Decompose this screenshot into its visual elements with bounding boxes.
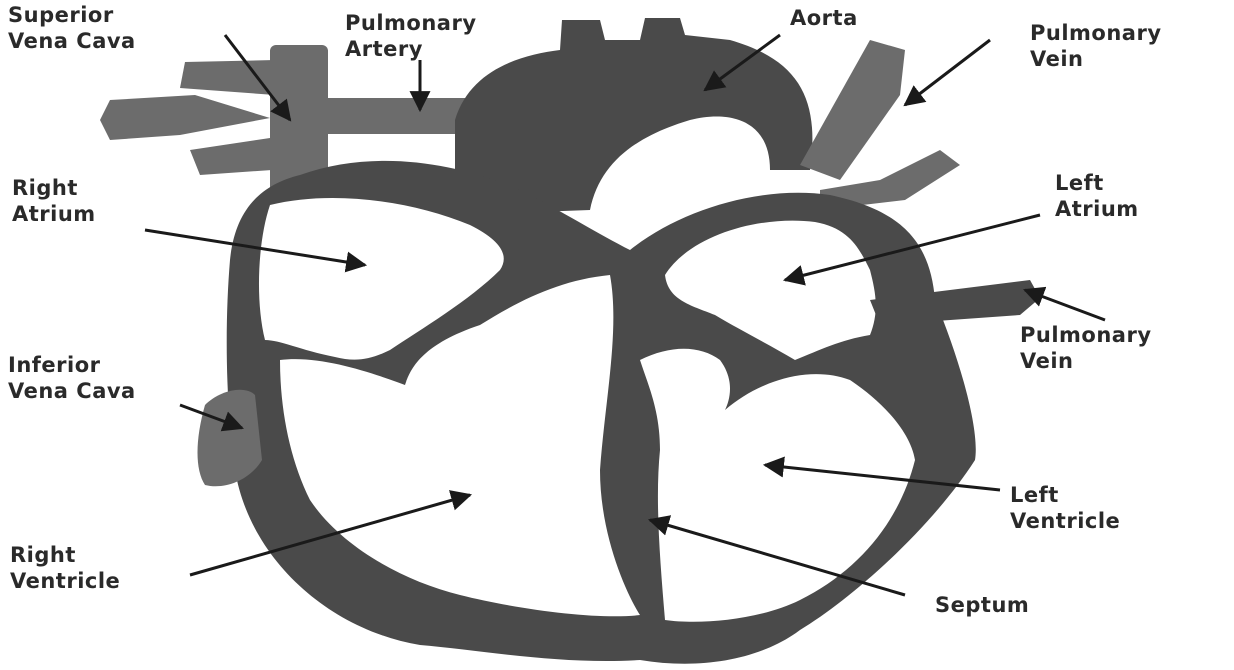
label-aorta: Aorta: [790, 5, 858, 31]
label-right-ventricle: Right Ventricle: [10, 542, 120, 594]
label-line: Vena Cava: [8, 28, 136, 54]
label-superior-vena-cava: Superior Vena Cava: [8, 2, 136, 54]
label-inferior-vena-cava: Inferior Vena Cava: [8, 352, 136, 404]
label-line: Atrium: [1055, 196, 1139, 222]
label-line: Left: [1055, 170, 1139, 196]
label-line: Right: [12, 175, 96, 201]
label-left-atrium: Left Atrium: [1055, 170, 1139, 222]
label-line: Atrium: [12, 201, 96, 227]
label-left-ventricle: Left Ventricle: [1010, 482, 1120, 534]
label-pulmonary-artery: Pulmonary Artery: [345, 10, 477, 62]
label-line: Inferior: [8, 352, 136, 378]
label-line: Artery: [345, 36, 477, 62]
label-pulmonary-vein-top: Pulmonary Vein: [1030, 20, 1162, 72]
label-line: Aorta: [790, 5, 858, 31]
label-line: Septum: [935, 592, 1029, 618]
label-line: Pulmonary: [345, 10, 477, 36]
label-line: Ventricle: [1010, 508, 1120, 534]
label-line: Vein: [1030, 46, 1162, 72]
label-line: Left: [1010, 482, 1120, 508]
label-line: Pulmonary: [1030, 20, 1162, 46]
label-line: Pulmonary: [1020, 322, 1152, 348]
label-line: Superior: [8, 2, 136, 28]
label-pulmonary-vein-right: Pulmonary Vein: [1020, 322, 1152, 374]
label-line: Vein: [1020, 348, 1152, 374]
arrow-pulmonary-vein-top: [905, 40, 990, 105]
label-line: Vena Cava: [8, 378, 136, 404]
label-septum: Septum: [935, 592, 1029, 618]
label-line: Ventricle: [10, 568, 120, 594]
label-line: Right: [10, 542, 120, 568]
label-right-atrium: Right Atrium: [12, 175, 96, 227]
pulmonary-vein-top-vessel: [800, 40, 960, 210]
aorta-lumen: [648, 132, 712, 168]
superior-vena-cava-vessel: [100, 45, 328, 195]
arrow-pulmonary-vein-right: [1025, 290, 1105, 320]
